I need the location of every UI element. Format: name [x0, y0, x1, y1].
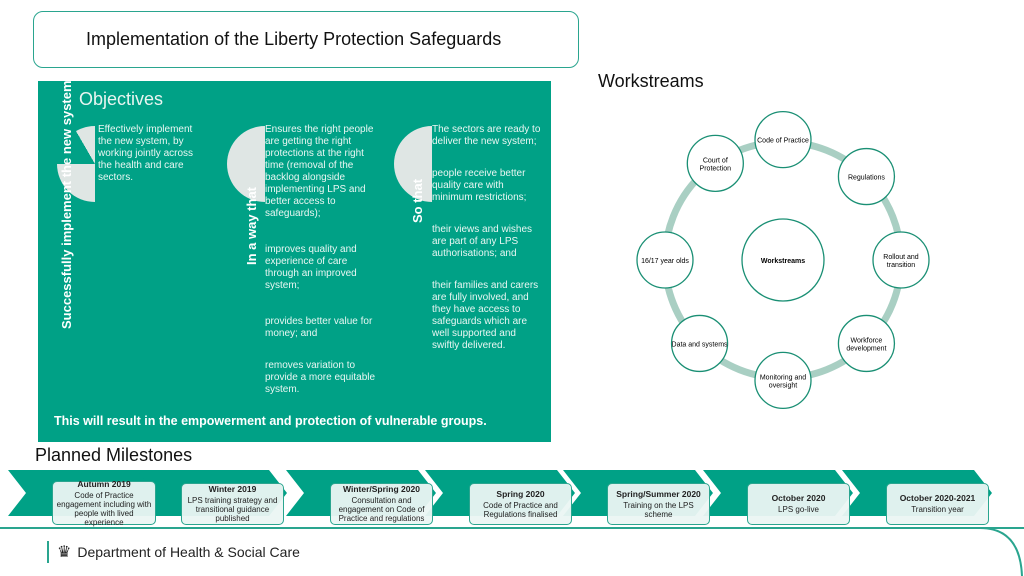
objective-text: people receive better quality care with … [432, 168, 527, 203]
workstream-label: Code of Practice [757, 138, 809, 145]
milestones-title: Planned Milestones [35, 445, 193, 465]
objective-text: Effectively implement the new system, by… [98, 124, 194, 183]
milestone-text: Training on the LPS scheme [623, 500, 694, 519]
footer-divider [0, 527, 1024, 529]
milestone-text: LPS training strategy and transitional g… [187, 496, 278, 523]
workstream-node: Workstreams [741, 218, 825, 302]
column-heading: In a way that [244, 186, 259, 266]
objective-text: removes variation to provide a more equi… [265, 360, 376, 395]
milestone-text: LPS go-live [778, 505, 819, 514]
objective-text: Ensures the right people are getting the… [265, 124, 374, 219]
workstream-node: Regulations [837, 147, 896, 206]
objective-column: The sectors are ready to deliver the new… [432, 124, 540, 352]
department-name: Department of Health & Social Care [77, 544, 300, 560]
objective-text: improves quality and experience of care … [265, 244, 357, 291]
pie-icon [394, 126, 432, 202]
objective-text: provides better value for money; and [265, 316, 373, 339]
objective-text: their views and wishes are part of any L… [432, 224, 533, 259]
milestone-text: Code of Practice engagement including wi… [56, 490, 152, 527]
workstream-node: 16/17 year olds [636, 231, 694, 289]
milestone-text: Transition year [911, 505, 964, 514]
milestone-text: Consultation and engagement on Code of P… [338, 496, 425, 523]
pie-icon [57, 126, 95, 202]
milestone-date: Autumn 2019 [77, 478, 131, 489]
column-heading: So that [410, 178, 425, 224]
crest-icon: ♛ [57, 544, 72, 561]
workstream-node: Code of Practice [754, 110, 812, 169]
milestone-date: Spring 2020 [496, 488, 545, 499]
workstream-label: Workstreams [761, 258, 805, 265]
workstream-label: 16/17 year olds [641, 258, 689, 265]
result-statement: This will result in the empowerment and … [54, 414, 487, 428]
objective-text: The sectors are ready to deliver the new… [432, 124, 541, 147]
workstreams-title: Workstreams [598, 71, 704, 91]
workstream-node: Data and systems [670, 314, 729, 373]
objectives-title: Objectives [79, 89, 164, 109]
column-heading: Successfully implement the new system [59, 80, 74, 329]
department-logo: ♛ Department of Health & Social Care [47, 541, 300, 563]
milestone-date: Winter/Spring 2020 [343, 484, 420, 494]
pie-icon [227, 126, 265, 202]
milestone-date: October 2020-2021 [899, 493, 976, 503]
milestone-date: Spring/Summer 2020 [616, 488, 701, 499]
footer-curve [870, 527, 1023, 576]
objectives-panel: Objectives Successfully implement the ne… [38, 80, 551, 442]
workstream-label: Data and systems [672, 341, 729, 348]
workstream-label: Regulations [848, 175, 885, 182]
objective-column: Ensures the right people are getting the… [265, 124, 375, 396]
objective-text: their families and carers are fully invo… [432, 280, 539, 351]
milestone-date: Winter 2019 [208, 484, 257, 494]
objective-column: Effectively implement the new system, by… [98, 124, 193, 184]
milestone-date: October 2020 [771, 493, 826, 503]
slide-title: Implementation of the Liberty Protection… [33, 11, 579, 68]
milestone-text: Code of Practice and Regulations finalis… [483, 500, 558, 519]
